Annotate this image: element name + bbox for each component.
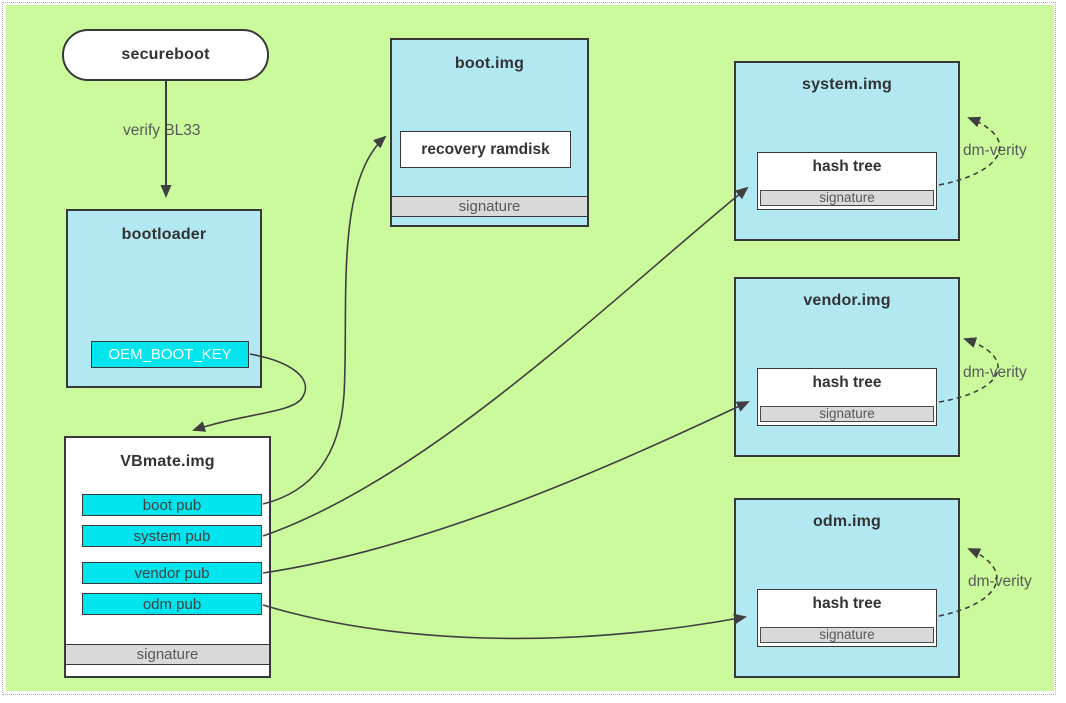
node-secureboot-label: secureboot [121,46,210,63]
odm-dm-verity-label: dm-verity [968,573,1032,590]
node-vendor-img: vendor.img hash tree signature [734,277,960,457]
vbmate-signature-bar: signature [66,644,269,665]
node-boot-img: boot.img recovery ramdisk signature [390,38,589,227]
odm-signature-bar: signature [760,627,934,643]
node-odm-img-title: odm.img [812,513,882,530]
key-slot-vendor-pub: vendor pub [82,562,262,584]
node-secureboot: secureboot [62,29,269,81]
node-odm-img: odm.img hash tree signature [734,498,960,678]
node-bootloader: bootloader OEM_BOOT_KEY [66,209,262,388]
odm-hash-tree-label: hash tree [812,595,882,612]
node-system-img: system.img hash tree signature [734,61,960,241]
vendor-signature-bar: signature [760,406,934,422]
system-signature-bar: signature [760,190,934,206]
oem-boot-key-slot: OEM_BOOT_KEY [91,341,249,368]
vendor-hash-tree-box: hash tree signature [757,368,937,426]
key-slot-system-pub: system pub [82,525,262,547]
system-hash-tree-box: hash tree signature [757,152,937,210]
node-vbmate: VBmate.img boot pub system pub vendor pu… [64,436,271,678]
node-vbmate-title: VBmate.img [120,453,215,470]
verify-bl33-edge-label: verify BL33 [123,122,201,139]
node-boot-img-title: boot.img [454,55,525,72]
recovery-ramdisk-box: recovery ramdisk [400,131,571,168]
vendor-hash-tree-label: hash tree [812,374,882,391]
node-bootloader-title: bootloader [121,226,207,243]
vendor-dm-verity-label: dm-verity [963,364,1027,381]
system-dm-verity-label: dm-verity [963,142,1027,159]
odm-hash-tree-box: hash tree signature [757,589,937,647]
key-slot-odm-pub: odm pub [82,593,262,615]
boot-img-signature-bar: signature [392,196,587,217]
key-slot-boot-pub: boot pub [82,494,262,516]
system-hash-tree-label: hash tree [812,158,882,175]
node-vendor-img-title: vendor.img [803,292,891,309]
node-system-img-title: system.img [801,76,893,93]
